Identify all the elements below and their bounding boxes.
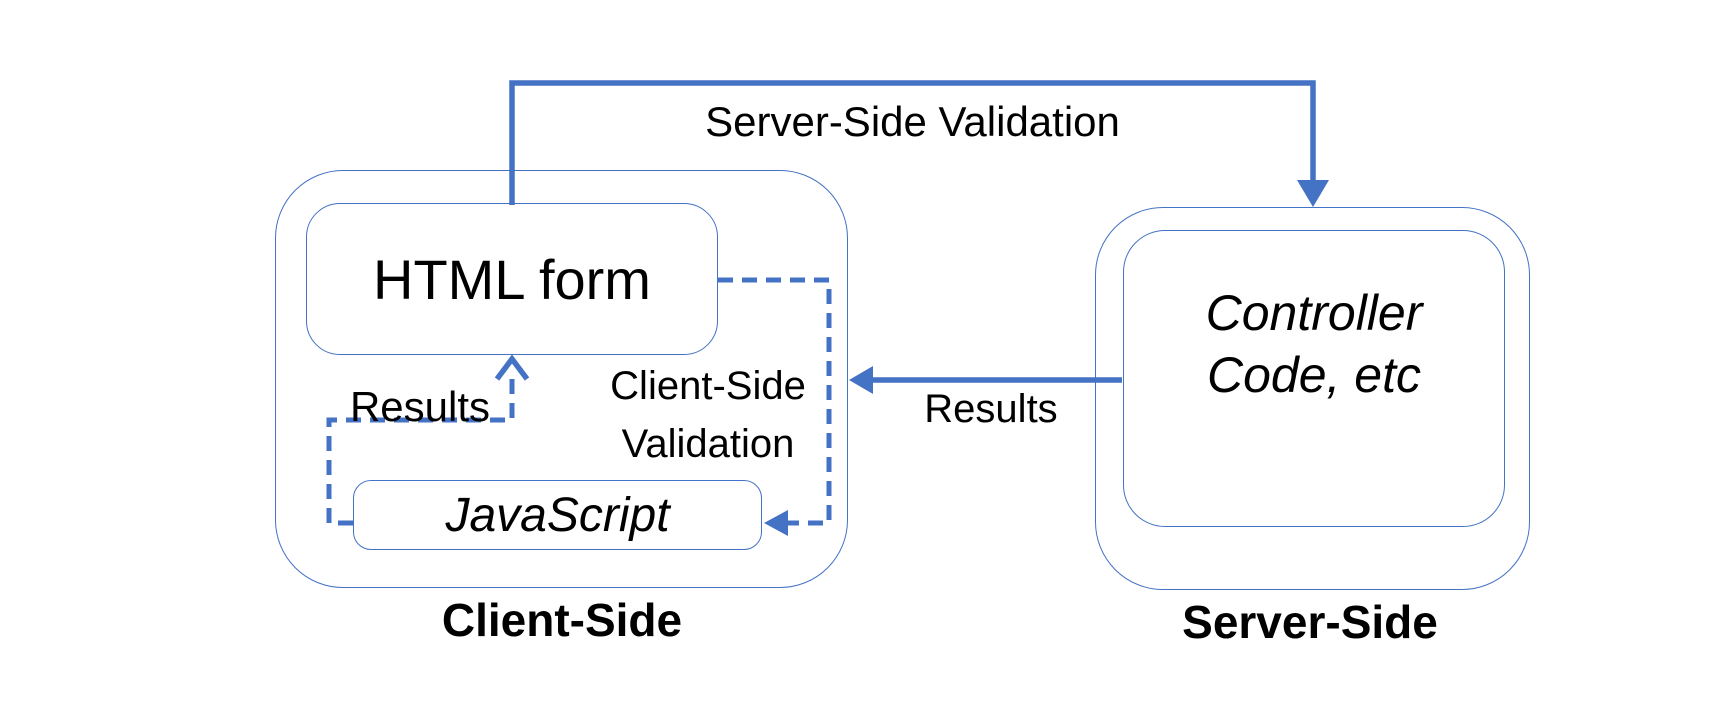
results-from-server-label: Results xyxy=(924,387,1058,431)
client-side-validation-label: Client-Side Validation xyxy=(610,364,806,466)
controller-code-label: Controller Code, etc xyxy=(1205,285,1423,403)
javascript-label: JavaScript xyxy=(445,488,670,542)
server-side-caption: Server-Side xyxy=(1182,596,1438,648)
server-side-validation-label: Server-Side Validation xyxy=(705,98,1120,145)
results-to-form-label: Results xyxy=(349,383,491,430)
html-form-box: HTML form xyxy=(306,203,718,355)
down-arrowhead-icon xyxy=(1297,180,1329,207)
controller-code-box xyxy=(1123,230,1505,527)
html-form-label: HTML form xyxy=(373,247,651,311)
left-arrowhead-icon xyxy=(849,366,873,394)
client-side-caption: Client-Side xyxy=(441,594,683,646)
javascript-box: JavaScript xyxy=(353,480,762,550)
